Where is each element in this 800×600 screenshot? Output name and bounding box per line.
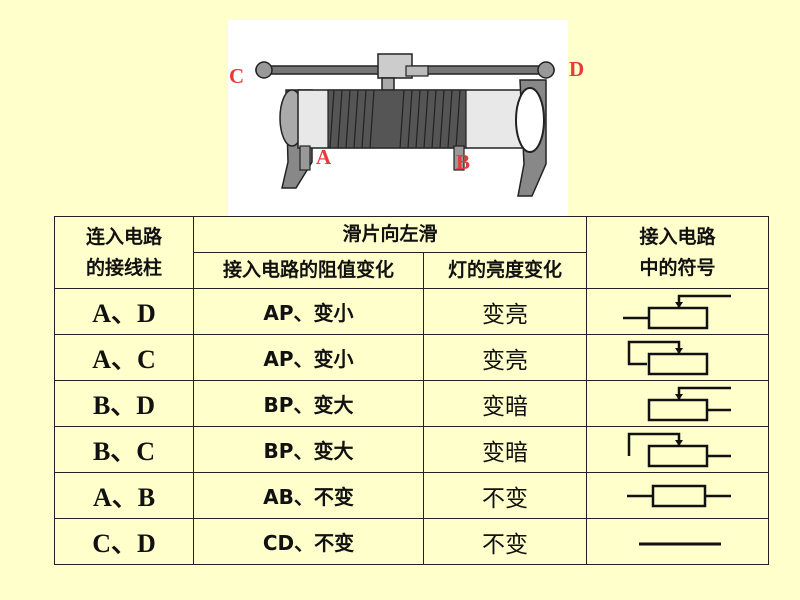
resistor-symbol xyxy=(586,472,770,519)
rheostat-photo xyxy=(228,20,568,216)
header-resistance-change: 接入电路的阻值变化 xyxy=(193,252,424,289)
rheostat-symbol-icon xyxy=(622,294,731,329)
rheostat-symbol xyxy=(586,334,770,381)
rheostat-symbol-icon xyxy=(627,432,731,467)
terminal-d-label: D xyxy=(569,57,585,81)
header-brightness-change: 灯的亮度变化 xyxy=(422,252,588,289)
table-row: A、B AB、不变 不变 xyxy=(54,472,770,519)
terminal-pair: B、C xyxy=(54,426,194,473)
table-row: B、C BP、变大 变暗 xyxy=(54,426,770,473)
resistance-change: AP、变小 xyxy=(193,334,424,381)
table-row: B、D BP、变大 变暗 xyxy=(54,380,770,427)
table-row: A、C AP、变小 变亮 xyxy=(54,334,770,381)
resistance-change: CD、不变 xyxy=(193,518,424,565)
header-slider-left: 滑片向左滑 xyxy=(192,216,588,253)
rheostat-symbol xyxy=(586,288,770,335)
brightness-change: 变亮 xyxy=(422,334,588,381)
rheostat-symbol xyxy=(586,426,770,473)
table-row: C、D CD、不变 不变 xyxy=(54,518,770,565)
brightness-change: 变暗 xyxy=(422,380,588,427)
terminal-c-label: C xyxy=(229,64,245,88)
rheostat-symbol-icon xyxy=(627,340,708,375)
resistance-change: BP、变大 xyxy=(193,426,424,473)
table-row: A、D AP、变小 变亮 xyxy=(54,288,770,335)
brightness-change: 变暗 xyxy=(422,426,588,473)
rheostat-symbol-icon xyxy=(647,386,731,421)
rheostat-illustration xyxy=(255,53,555,197)
terminal-pair: A、C xyxy=(54,334,194,381)
terminal-pair: B、D xyxy=(54,380,194,427)
terminal-pair: A、D xyxy=(54,288,194,335)
resistance-change: BP、变大 xyxy=(193,380,424,427)
header-connection-terminals: 连入电路 的接线柱 xyxy=(54,216,194,289)
terminal-b-label: B xyxy=(456,150,471,174)
rheostat-symbol xyxy=(586,380,770,427)
terminal-pair: C、D xyxy=(54,518,194,565)
resistance-change: AP、变小 xyxy=(193,288,424,335)
brightness-change: 不变 xyxy=(422,518,588,565)
connection-table: 连入电路 的接线柱 滑片向左滑 接入电路 中的符号 接入电路的阻值变化 灯的亮度… xyxy=(54,216,770,565)
wire-symbol-icon xyxy=(638,542,721,545)
wire-symbol xyxy=(586,518,770,565)
terminal-a-label: A xyxy=(316,145,332,169)
header-symbol: 接入电路 中的符号 xyxy=(586,216,770,289)
resistance-change: AB、不变 xyxy=(193,472,424,519)
resistor-symbol-icon xyxy=(626,484,731,507)
brightness-change: 变亮 xyxy=(422,288,588,335)
terminal-pair: A、B xyxy=(54,472,194,519)
brightness-change: 不变 xyxy=(422,472,588,519)
